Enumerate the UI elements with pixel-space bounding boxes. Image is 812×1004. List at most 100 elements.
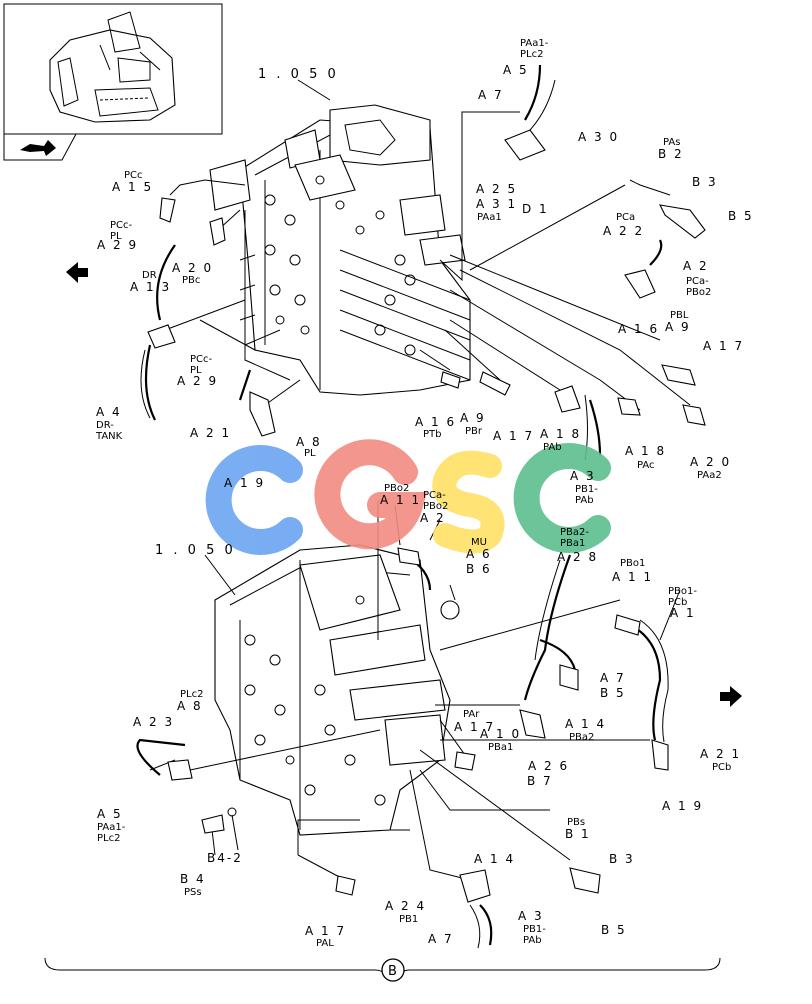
label-b5: B 5 (600, 686, 626, 700)
label-a20-2: A 2 0 (690, 455, 731, 469)
excavator-thumbnail-icon (49, 11, 176, 123)
label-a21: A 2 1 (190, 426, 231, 440)
left-arrow-icon[interactable] (66, 262, 88, 283)
label-a18: A 1 8 (540, 427, 581, 441)
label-pal: PAL (316, 938, 334, 949)
label-pss: PSs (184, 887, 202, 898)
label-a15: A 1 5 (112, 180, 153, 194)
fitting (147, 324, 176, 349)
label-pl: PL (304, 448, 316, 459)
upper-fittings (147, 129, 706, 437)
upper-control-valve (209, 104, 471, 396)
label-a21: A 2 1 (700, 747, 741, 761)
view-b-bracket (44, 957, 721, 982)
label-pca: PCa (616, 212, 635, 223)
label-a14-b: A 1 4 (474, 852, 515, 866)
fitting (209, 217, 226, 246)
fitting (479, 371, 511, 396)
label-a14-r: A 1 4 (565, 717, 606, 731)
label-a20: A 2 0 (172, 261, 213, 275)
label-a23: A 2 3 (133, 715, 174, 729)
label-a9-r: A 9 (665, 320, 691, 334)
fitting (651, 739, 669, 771)
label-a22: A 2 2 (603, 224, 644, 238)
watermark-letter-s (432, 450, 505, 554)
label-b5: B 5 (728, 209, 754, 223)
label-a5-top: A 5 (503, 63, 529, 77)
label-b2: B 2 (658, 147, 684, 161)
label-pba2: PBa2 (569, 732, 594, 743)
label-a16-r: A 1 6 (618, 322, 659, 336)
label-a17-b: A 1 7 (493, 429, 534, 443)
label-a10: A 1 0 (480, 727, 521, 741)
label-plc2: PLc2 (180, 689, 203, 700)
fitting (659, 204, 706, 239)
label-b4-2: B4-2 (207, 851, 243, 865)
label-a8: A 8 (296, 435, 322, 449)
label-pbo2: PBo2 (384, 483, 409, 494)
label-pbo1-pcb: PBo1-PCb (668, 586, 697, 608)
label-a2: A 2 (420, 511, 446, 525)
view-arrow-icon (20, 140, 56, 156)
label-pbs: PBs (567, 817, 585, 828)
label-a19: A 1 9 (224, 476, 265, 490)
fitting (397, 547, 421, 566)
label-pb1-pab: PB1-PAb (575, 484, 598, 506)
label-a7-b: A 7 (428, 932, 454, 946)
label-a11-r: A 1 1 (612, 570, 653, 584)
label-pcc-pl: PCc-PL (110, 220, 133, 242)
fitting (614, 614, 641, 636)
label-pcc: PCc (124, 170, 143, 181)
label-a28: A 2 8 (557, 550, 598, 564)
label-pcb: PCb (712, 762, 731, 773)
fitting (440, 371, 461, 389)
label-a29-2: A 2 9 (177, 374, 218, 388)
label-paa1-plc2: PAa1-PLc2 (97, 822, 126, 844)
fitting (440, 600, 460, 620)
label-a17-r: A 1 7 (703, 339, 744, 353)
label-b7: B 7 (527, 774, 553, 788)
label-a24: A 2 4 (385, 899, 426, 913)
fitting (454, 751, 476, 771)
fitting (227, 807, 237, 817)
fitting (554, 385, 581, 413)
label-pbr: PBr (465, 426, 483, 437)
label-a7-top: A 7 (478, 88, 504, 102)
label-a7: A 7 (600, 671, 626, 685)
label-paa1-plc2-top: PAa1-PLc2 (520, 38, 549, 60)
fitting (569, 867, 601, 894)
label-pbc: PBc (182, 275, 200, 286)
label-pca-pbo2: PCa-PBo2 (423, 490, 448, 512)
label-par: PAr (463, 709, 480, 720)
label-b4: B 4 (180, 872, 206, 886)
label-a17: A 1 7 (454, 720, 495, 734)
lower-control-valve (214, 544, 451, 836)
label-a25: A 2 5 (476, 182, 517, 196)
label-a29: A 2 9 (97, 238, 138, 252)
label-paa2: PAa2 (697, 470, 722, 481)
label-ref: 1 . 0 5 0 (258, 67, 339, 82)
label-paa1: PAa1 (477, 212, 502, 223)
label-b5-b: B 5 (601, 923, 627, 937)
label-a11: A 1 1 (380, 493, 421, 507)
lower-fittings (167, 547, 669, 903)
fitting (249, 391, 276, 437)
label-ptb: PTb (423, 429, 442, 440)
label-dr: DR (142, 270, 157, 281)
label-a1: A 1 (670, 606, 696, 620)
right-arrow-icon[interactable] (720, 686, 742, 707)
label-b6: B 6 (466, 562, 492, 576)
fitting (504, 129, 546, 161)
label-ref: 1 . 0 5 0 (155, 543, 236, 558)
watermark-letter-c2 (513, 443, 611, 553)
label-a2: A 2 (683, 259, 709, 273)
thumbnail-frame (3, 3, 223, 161)
label-a31: A 3 1 (476, 197, 517, 211)
fitting (167, 759, 193, 781)
fitting (624, 269, 656, 299)
fitting (682, 404, 706, 426)
label-pac: PAc (637, 460, 655, 471)
